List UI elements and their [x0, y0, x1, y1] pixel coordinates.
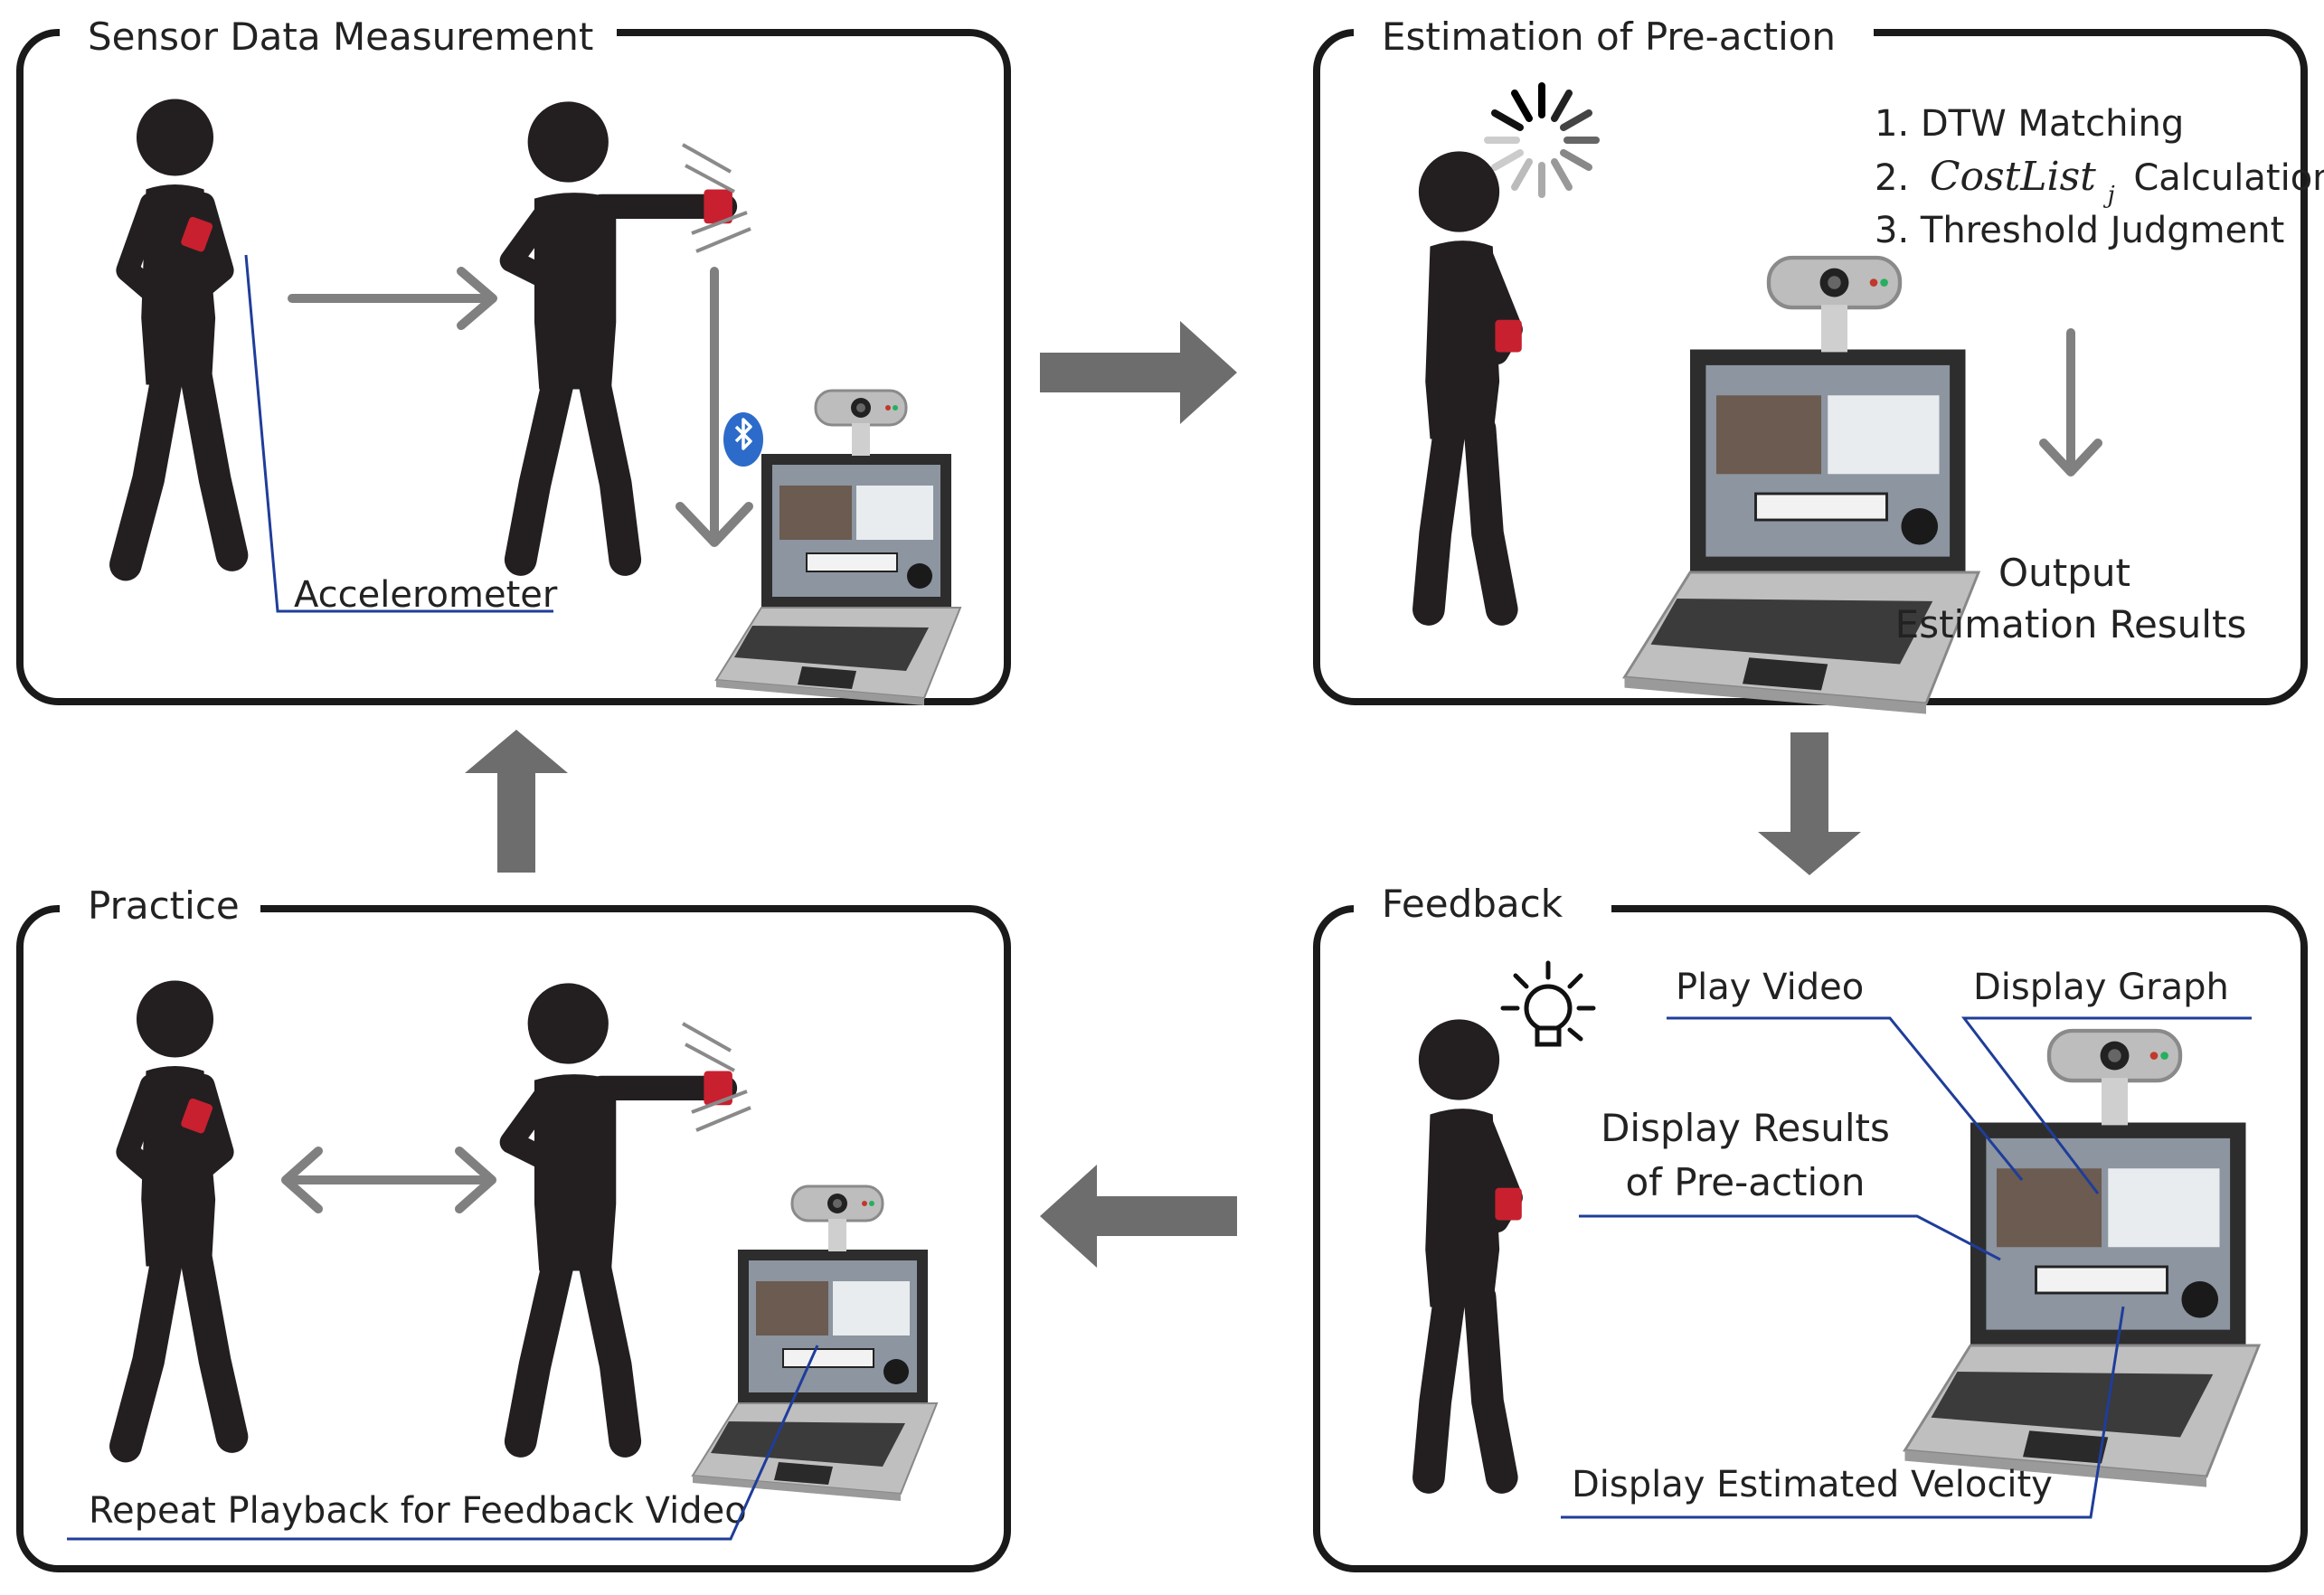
panel-sensor-data-measurement: Sensor Data Measurement Accelerometer: [16, 9, 1011, 707]
flow-arrow-left: [1040, 1165, 1237, 1268]
velocity-label: Display Estimated Velocity: [1572, 1464, 2053, 1505]
play-video-leader-line: [1667, 1016, 2024, 1181]
flow-arrow-up: [465, 730, 568, 873]
display-graph-leader-line: [1960, 1016, 2252, 1194]
repeat-playback-leader-line: [67, 1345, 819, 1541]
estimation-panel-title: Estimation of Pre-action: [1382, 14, 1836, 59]
output-label-line1: Output: [1998, 551, 2130, 595]
motion-lines-icon: [682, 1022, 751, 1132]
practice-panel-title: Practice: [88, 883, 240, 928]
wristband-icon: [704, 189, 732, 224]
feedback-panel-title: Feedback: [1382, 882, 1564, 926]
wristband-icon: [1495, 1187, 1522, 1221]
panel-practice: Practice Repeat Playback for Feedback Vi…: [16, 882, 1011, 1572]
motion-lines-icon: [682, 143, 751, 253]
panel-feedback: Feedback Play Video Display Graph Displa…: [1313, 877, 2308, 1572]
output-label-line2: Estimation Results: [1895, 602, 2247, 646]
panel-estimation-of-pre-action: Estimation of Pre-action 1.: [1313, 9, 2324, 714]
loading-spinner-icon: [1484, 82, 1600, 198]
sensor-panel-title: Sensor Data Measurement: [88, 14, 593, 59]
results-label-line1: Display Results: [1601, 1106, 1890, 1150]
display-graph-label: Display Graph: [1973, 967, 2229, 1008]
lightbulb-icon: [1500, 960, 1596, 1047]
flow-arrow-right: [1040, 321, 1237, 424]
velocity-leader-line: [1561, 1306, 2125, 1519]
bluetooth-icon: [723, 412, 763, 467]
flow-arrow-down: [1758, 732, 1861, 875]
repeat-playback-label: Repeat Playback for Feedback Video: [89, 1490, 747, 1532]
results-label-line2: of Pre-action: [1625, 1160, 1865, 1204]
person-standing-icon: [126, 99, 232, 565]
person-thinking-icon: [1412, 151, 1523, 626]
person-punching-icon: [511, 102, 732, 560]
wristband-icon: [1495, 319, 1522, 353]
accelerometer-leader-line: [244, 254, 553, 613]
wristband-icon: [704, 1071, 732, 1106]
step-threshold-judgment: 3. Threshold Judgment: [1875, 210, 2284, 251]
person-standing-icon: [126, 981, 232, 1447]
wristband-icon: [181, 216, 213, 252]
step-dtw-matching: 1. DTW Matching: [1875, 103, 2184, 145]
accelerometer-label: Accelerometer: [294, 574, 558, 616]
wristband-icon: [181, 1098, 213, 1134]
person-punching-icon: [511, 984, 732, 1441]
person-thinking-icon: [1412, 1019, 1523, 1494]
play-video-label: Play Video: [1676, 967, 1864, 1008]
step-costlist-calculation: 2. CostList j Calculation: [1875, 154, 2324, 212]
results-leader-line: [1579, 1214, 2001, 1261]
